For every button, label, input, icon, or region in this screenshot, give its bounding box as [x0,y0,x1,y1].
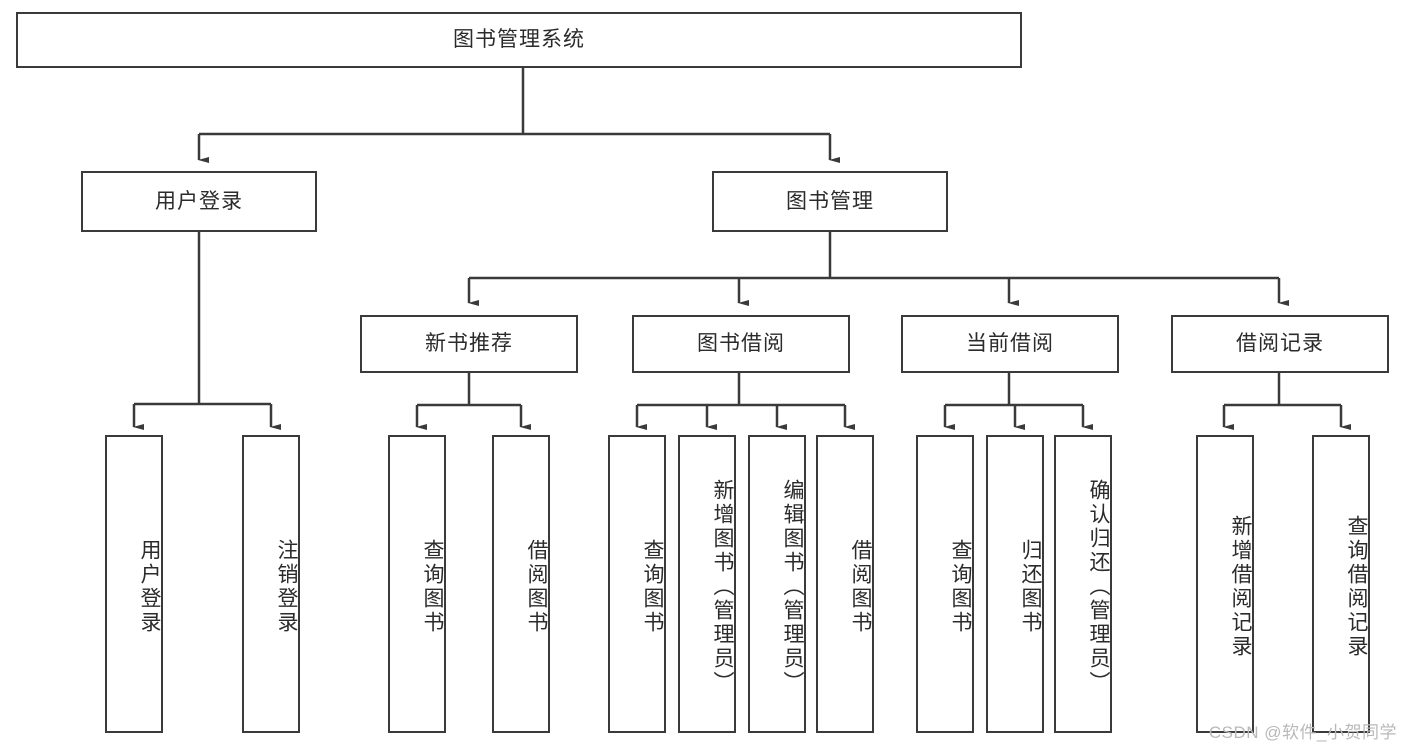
node-book-management[interactable]: 图书管理 [712,171,948,232]
leaf-add-book-admin[interactable]: 新增图书（管理员） [678,435,736,733]
node-current-borrow-label: 当前借阅 [966,332,1054,356]
leaf-borrow-query-book[interactable]: 查询图书 [608,435,666,733]
leaf-query-borrow-record-label: 查询借阅记录 [1345,515,1368,659]
leaf-add-borrow-record-label: 新增借阅记录 [1229,515,1252,659]
leaf-user-login[interactable]: 用户登录 [105,435,163,733]
leaf-newbook-borrow-book[interactable]: 借阅图书 [492,435,550,733]
node-new-book-recommend-label: 新书推荐 [425,332,513,356]
node-root-label: 图书管理系统 [453,28,585,52]
leaf-user-login-label: 用户登录 [138,539,161,635]
leaf-borrow-book[interactable]: 借阅图书 [816,435,874,733]
leaf-borrow-query-book-label: 查询图书 [641,539,664,635]
node-new-book-recommend[interactable]: 新书推荐 [360,315,578,373]
node-user-login-label: 用户登录 [155,189,243,213]
node-borrow-record-label: 借阅记录 [1236,332,1324,356]
node-book-borrow-label: 图书借阅 [697,332,785,356]
node-borrow-record[interactable]: 借阅记录 [1171,315,1389,373]
leaf-current-query-book[interactable]: 查询图书 [916,435,974,733]
leaf-newbook-query-book-label: 查询图书 [421,539,444,635]
leaf-newbook-query-book[interactable]: 查询图书 [388,435,446,733]
node-current-borrow[interactable]: 当前借阅 [901,315,1119,373]
leaf-add-borrow-record[interactable]: 新增借阅记录 [1196,435,1254,733]
leaf-logout[interactable]: 注销登录 [242,435,300,733]
watermark: CSDN @软件_小贺同学 [1208,723,1397,742]
leaf-query-borrow-record[interactable]: 查询借阅记录 [1312,435,1370,733]
node-book-borrow[interactable]: 图书借阅 [632,315,850,373]
leaf-confirm-return-admin[interactable]: 确认归还（管理员） [1054,435,1112,733]
leaf-confirm-return-admin-label: 确认归还（管理员） [1087,479,1110,695]
leaf-newbook-borrow-book-label: 借阅图书 [525,539,548,635]
node-user-login[interactable]: 用户登录 [81,171,317,232]
leaf-edit-book-admin[interactable]: 编辑图书（管理员） [748,435,806,733]
leaf-add-book-admin-label: 新增图书（管理员） [711,479,734,695]
node-root[interactable]: 图书管理系统 [16,12,1022,68]
node-book-management-label: 图书管理 [786,189,874,213]
leaf-borrow-book-label: 借阅图书 [849,539,872,635]
leaf-edit-book-admin-label: 编辑图书（管理员） [781,479,804,695]
leaf-return-book[interactable]: 归还图书 [986,435,1044,733]
leaf-return-book-label: 归还图书 [1019,539,1042,635]
leaf-logout-label: 注销登录 [275,539,298,635]
leaf-current-query-book-label: 查询图书 [949,539,972,635]
